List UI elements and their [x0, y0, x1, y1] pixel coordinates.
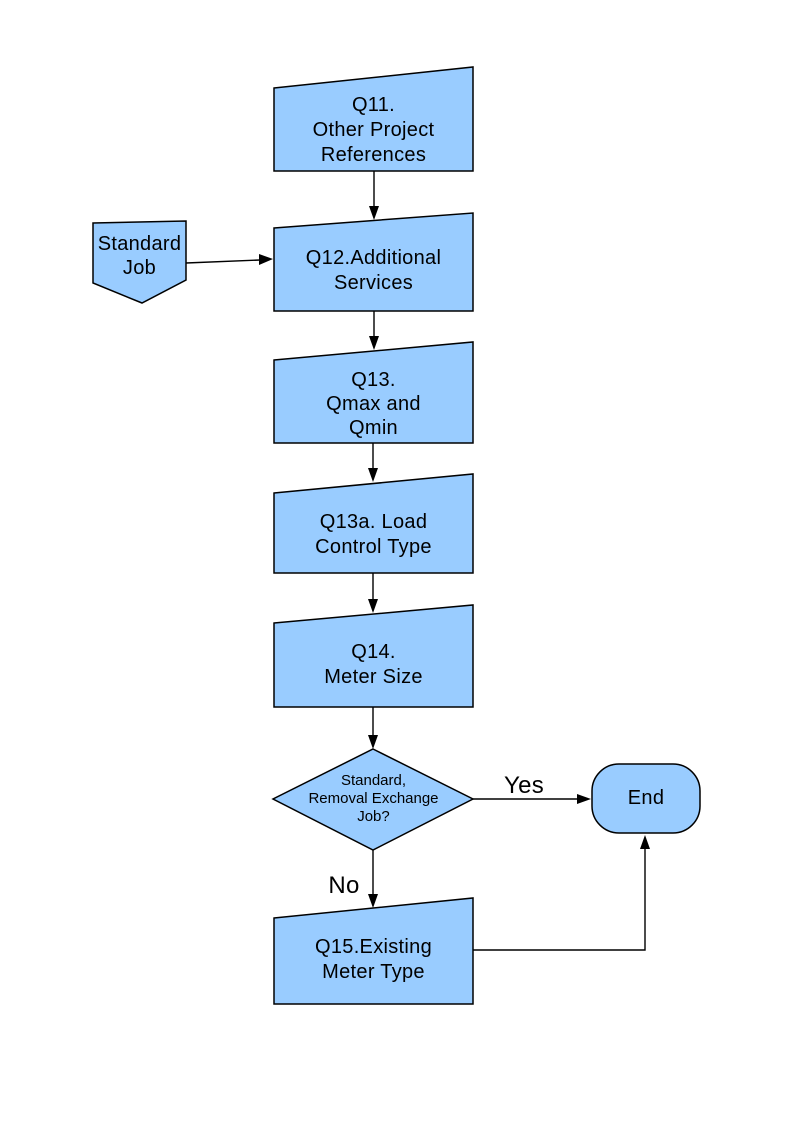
terminator-end: [591, 763, 701, 834]
process-box-q13a: [273, 473, 474, 574]
arrowhead-down-icon: [368, 735, 378, 749]
label-q14: Q14. Meter Size: [324, 641, 423, 688]
label-q11: Q11. Other Project References: [312, 94, 435, 166]
process-box-q13: [273, 341, 474, 444]
offpage-connector-standard-job: [92, 220, 187, 304]
connector-q15-end: [473, 848, 646, 951]
arrowhead-right-icon: [259, 254, 273, 265]
arrowhead-down-icon: [368, 468, 378, 482]
label-q15: Q15.Existing Meter Type: [315, 936, 432, 983]
arrowhead-down-icon: [369, 206, 379, 220]
label-no: No: [328, 872, 360, 899]
process-box-q11: [273, 66, 474, 172]
label-decision: Standard, Removal Exchange Job?: [308, 772, 439, 825]
label-q13: Q13. Qmax and Qmin: [326, 369, 421, 439]
label-q13a: Q13a. Load Control Type: [315, 511, 432, 558]
process-box-q14: [273, 604, 474, 708]
process-box-q15: [273, 897, 474, 1005]
label-yes: Yes: [503, 772, 545, 799]
label-standard-job: Standard Job: [97, 233, 182, 279]
arrowhead-down-icon: [368, 599, 378, 613]
process-box-q12: [273, 212, 474, 312]
arrowhead-up-icon: [640, 835, 650, 849]
arrowhead-down-icon: [369, 336, 379, 350]
arrowhead-right-icon: [577, 794, 591, 804]
label-q12: Q12.Additional Services: [305, 247, 442, 294]
arrowhead-down-icon: [368, 894, 378, 908]
connector-standardjob-q12: [185, 259, 261, 264]
label-end: End: [627, 786, 665, 809]
